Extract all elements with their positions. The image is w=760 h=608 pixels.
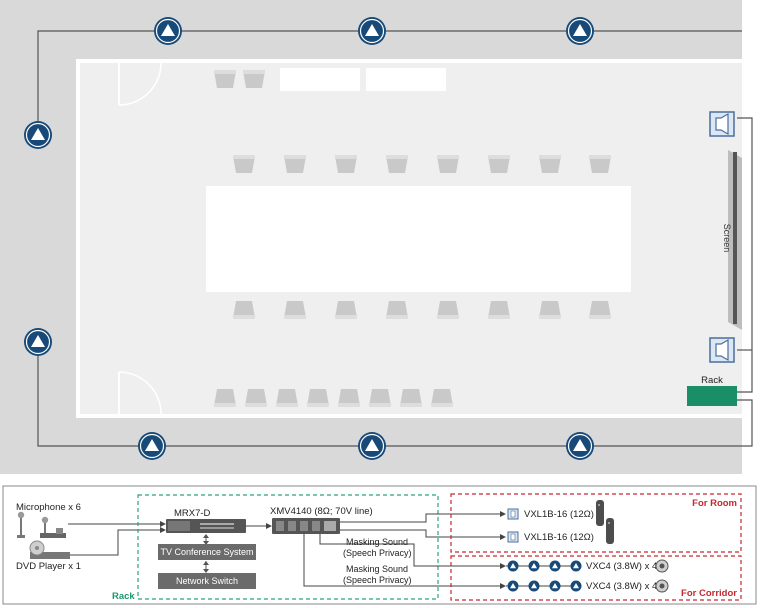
chair xyxy=(284,301,306,319)
chair xyxy=(488,301,510,319)
vxc2-label: VXC4 (3.8W) x 4 xyxy=(586,581,657,592)
vxc1-label: VXC4 (3.8W) x 4 xyxy=(586,561,657,572)
for-room-label: For Room xyxy=(692,498,737,509)
tv-conference-box xyxy=(158,544,256,560)
chair xyxy=(386,155,408,173)
corridor-speaker-icon xyxy=(570,580,582,592)
chair xyxy=(233,301,255,319)
chair xyxy=(386,301,408,319)
chair xyxy=(539,301,561,319)
vxl1-label: VXL1B-16 (12Ω) xyxy=(524,509,594,520)
mic-label: Microphone x 6 xyxy=(16,502,81,513)
dvd-label: DVD Player x 1 xyxy=(16,561,81,572)
chair xyxy=(335,301,357,319)
chair xyxy=(437,301,459,319)
corridor-speaker-icon xyxy=(507,560,519,572)
xmv4140-device xyxy=(272,518,340,534)
chair xyxy=(539,155,561,173)
chair xyxy=(589,301,611,319)
chair xyxy=(369,389,391,407)
corridor-speaker-icon xyxy=(23,120,53,150)
door-bottom-left xyxy=(118,371,162,415)
corridor-speaker-icon xyxy=(357,431,387,461)
for-corridor-label: For Corridor xyxy=(681,588,737,599)
rack-group-label: Rack xyxy=(112,591,135,602)
vxl-speaker-icon xyxy=(507,531,519,543)
for-room-frame xyxy=(450,493,742,553)
rack-cabinet xyxy=(687,386,737,406)
mrx-label: MRX7-D xyxy=(174,508,211,519)
corridor-speaker-icon xyxy=(153,16,183,46)
rack-group-frame xyxy=(137,494,439,600)
chair xyxy=(400,389,422,407)
door-top-left xyxy=(118,62,162,106)
corridor-speaker-icon xyxy=(549,560,561,572)
corridor-wiring xyxy=(37,30,753,447)
chair xyxy=(276,389,298,407)
chair xyxy=(437,155,459,173)
corridor-speaker-icon xyxy=(570,560,582,572)
for-corridor-frame xyxy=(450,555,742,601)
masking1-line2: (Speech Privacy) xyxy=(343,548,412,558)
corridor-speaker-icon xyxy=(137,431,167,461)
room-speaker-icon xyxy=(709,111,735,137)
floor-plan: Screen Rack xyxy=(0,0,753,474)
masking2-line2: (Speech Privacy) xyxy=(343,575,412,585)
projection-screen: Screen xyxy=(722,150,742,330)
chair xyxy=(233,155,255,173)
column-speaker-icon xyxy=(596,500,614,544)
chair xyxy=(488,155,510,173)
masking1-line1: Masking Sound xyxy=(346,537,408,547)
screen-label: Screen xyxy=(722,224,732,253)
corridor-speaker-icon xyxy=(528,580,540,592)
dvd-player-icon xyxy=(29,540,70,559)
diagram-frame xyxy=(2,485,757,605)
ceiling-speaker-icon xyxy=(655,579,669,593)
tvconf-label: TV Conference System xyxy=(160,547,253,557)
mrx7d-device xyxy=(166,519,246,533)
rack-label: Rack xyxy=(701,375,723,386)
corridor-speaker-icon xyxy=(565,16,595,46)
chair xyxy=(243,70,265,88)
corridor-speaker-icon xyxy=(528,560,540,572)
vxc-chain-1 xyxy=(506,560,582,572)
corridor-speaker-icon xyxy=(549,580,561,592)
chair xyxy=(338,389,360,407)
chair xyxy=(245,389,267,407)
chair xyxy=(307,389,329,407)
corridor-speaker-icon xyxy=(23,327,53,357)
network-switch-box xyxy=(158,573,256,589)
chair xyxy=(214,70,236,88)
room-speaker-icon xyxy=(709,337,735,363)
output-wires xyxy=(303,513,500,587)
corridor-speaker-icon xyxy=(507,580,519,592)
microphone-icon xyxy=(17,511,66,538)
chair xyxy=(284,155,306,173)
cabinet xyxy=(366,68,446,91)
chair xyxy=(214,389,236,407)
signal-diagram: Microphone x 6 DVD Player x 1 Rack MRX7-… xyxy=(2,485,757,605)
source-wires xyxy=(68,523,160,556)
ceiling-speaker-icon xyxy=(655,559,669,573)
vxc-chain-2 xyxy=(506,580,582,592)
chair xyxy=(431,389,453,407)
corridor-speaker-icon xyxy=(565,431,595,461)
vxl2-label: VXL1B-16 (12Ω) xyxy=(524,532,594,543)
cabinet xyxy=(280,68,360,91)
chair xyxy=(589,155,611,173)
corridor-speaker-icon xyxy=(357,16,387,46)
vxl-speaker-icon xyxy=(507,508,519,520)
chair xyxy=(335,155,357,173)
netswitch-label: Network Switch xyxy=(176,576,238,586)
masking2-line1: Masking Sound xyxy=(346,564,408,574)
conference-table xyxy=(206,186,631,292)
xmv-label: XMV4140 (8Ω; 70V line) xyxy=(270,506,373,517)
